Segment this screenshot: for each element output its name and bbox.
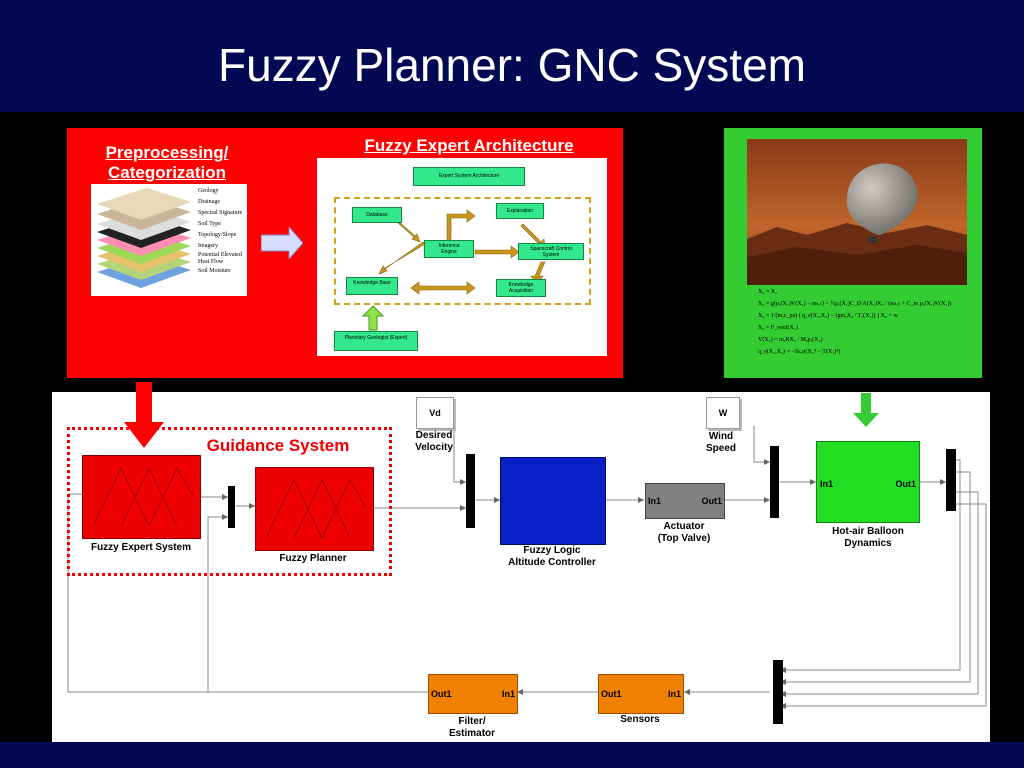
explanation-box: Explanation	[496, 203, 544, 219]
membership-functions-icon	[265, 478, 367, 539]
actuator-block[interactable]: In1 Out1	[645, 483, 725, 519]
mux-block[interactable]	[228, 486, 235, 528]
w-label: W	[718, 408, 728, 418]
gis-layer-names: Geology Drainage Spectral Signature Soil…	[198, 186, 258, 277]
preprocessing-label-line1: Preprocessing/	[105, 143, 229, 162]
arch-header-label: Expert System Architecture	[438, 173, 500, 179]
sensors-out-port: Out1	[601, 689, 622, 699]
mux-block[interactable]	[770, 446, 779, 518]
spacecraft-control-label: Spacecraft Control System	[530, 246, 572, 258]
fuzzy-planner-label: Fuzzy Planner	[279, 553, 347, 564]
database-label: Database	[366, 212, 388, 218]
layer-name: Imagery	[198, 243, 218, 249]
down-arrow-icon	[124, 382, 164, 448]
vd-label: Vd	[429, 408, 441, 418]
filter-estimator-block[interactable]: Out1 In1	[428, 674, 518, 714]
wind-line2: Speed	[705, 443, 736, 454]
wind-speed-label: Wind Speed	[696, 431, 746, 455]
demux-block[interactable]	[946, 449, 956, 511]
fuzzy-logic-controller-label: Fuzzy Logic Altitude Controller	[490, 545, 614, 569]
balloon-dynamics-block[interactable]: In1 Out1	[816, 441, 920, 523]
layer-name: Soil Type	[198, 221, 221, 227]
knowledge-acquisition-label: Knowledge Acquisition	[508, 282, 534, 294]
fuzzy-logic-line2: Altitude Controller	[508, 557, 596, 568]
explanation-label: Explanation	[506, 208, 534, 214]
arch-header-box: Expert System Architecture	[413, 167, 525, 186]
sensors-block[interactable]: Out1 In1	[598, 674, 684, 714]
layer-name: Topology/Slope	[198, 232, 237, 238]
balloon-image	[747, 139, 967, 285]
fuzzy-planner-block[interactable]	[255, 467, 374, 551]
actuator-in-port: In1	[648, 496, 662, 506]
desired-velocity-label: Desired Velocity	[404, 430, 464, 454]
actuator-label: Actuator (Top Valve)	[634, 521, 734, 545]
right-arrow-icon	[261, 227, 303, 259]
filter-line1: Filter/	[458, 716, 486, 727]
balloon-in-port: In1	[820, 479, 834, 489]
actuator-out-port: Out1	[701, 496, 722, 506]
database-box: Database	[352, 207, 402, 223]
expert-box: Planetary Geologist (Expert)	[334, 331, 418, 351]
actuator-line1: Actuator	[663, 521, 705, 532]
w-constant-block[interactable]: W	[706, 397, 740, 429]
knowledge-acquisition-box: Knowledge Acquisition	[496, 279, 546, 297]
layer-name: Heat Flow	[198, 259, 224, 265]
fuzzy-expert-system-block[interactable]	[82, 455, 201, 539]
inference-engine-label: Inference Engine	[438, 243, 460, 255]
fuzzy-expert-system-label: Fuzzy Expert System	[90, 542, 192, 553]
desired-velocity-text: Desired Velocity	[415, 430, 453, 453]
equation: V(X₁) = mₐRX₃ / Mₐpₐ(X₁)	[758, 337, 823, 343]
spacecraft-control-box: Spacecraft Control System	[518, 243, 584, 260]
knowledge-base-box: Knowledge Base	[346, 277, 398, 295]
sensors-label: Sensors	[620, 714, 660, 725]
title-band	[0, 0, 1024, 112]
balloon-line2: Dynamics	[844, 538, 892, 549]
down-arrow-icon	[853, 393, 879, 427]
equation: X₂ = g(ρₐ(X₁)V(X₁) − mₜₒₜ) − ½ρₐ(X₁)C_D …	[758, 301, 952, 307]
layer-name: Soil Moisture	[198, 268, 231, 274]
actuator-line2: (Top Valve)	[657, 533, 711, 544]
vd-constant-block[interactable]: Vd	[416, 397, 454, 429]
filter-line2: Estimator	[448, 728, 496, 739]
balloon-dynamics-label: Hot-air Balloon Dynamics	[810, 526, 926, 550]
equation: X₃ = 1/(mₐc_pa) ( q_e(X₁,X₃) − (gmₐX₂ / …	[758, 313, 898, 319]
expert-label: Planetary Geologist (Expert)	[344, 335, 408, 341]
layer-name: Geology	[198, 188, 219, 194]
guidance-system-frame	[67, 427, 392, 576]
filter-in-port: In1	[501, 689, 515, 699]
slide-title: Fuzzy Planner: GNC System	[218, 39, 806, 91]
balloon-line1: Hot-air Balloon	[832, 526, 904, 537]
layer-name: Spectral Signature	[198, 210, 243, 216]
layer-name: Potential Elevated	[198, 252, 242, 258]
architecture-dashed-frame	[334, 197, 591, 305]
preprocessing-label: Preprocessing/ Categorization	[84, 143, 250, 183]
fuzzy-logic-line1: Fuzzy Logic	[523, 545, 581, 556]
architecture-title: Fuzzy Expert Architecture	[364, 136, 574, 155]
knowledge-base-label: Knowledge Base	[353, 280, 391, 286]
membership-functions-icon	[92, 466, 194, 527]
gis-layers-graphic	[97, 188, 191, 288]
equation: q_e(X₁,X₃) = −Sεₑσ(X₃⁴ − T(X₁)⁴)	[758, 349, 841, 355]
gis-layer-stack	[91, 184, 247, 296]
fuzzy-logic-controller-block[interactable]	[500, 457, 606, 545]
equation: X₄ = F_vent(X₁)	[758, 325, 798, 331]
inference-engine-box: Inference Engine	[424, 240, 474, 258]
layer-name: Drainage	[198, 199, 220, 205]
architecture-arrows	[361, 209, 546, 331]
wind-line1: Wind	[708, 431, 734, 442]
equation: X₁ = X₂	[758, 289, 778, 295]
preprocessing-label-line2: Categorization	[107, 163, 227, 182]
mux-block[interactable]	[773, 660, 783, 724]
filter-estimator-label: Filter/ Estimator	[428, 716, 516, 740]
bottom-band	[0, 742, 1024, 768]
sensors-in-port: In1	[667, 689, 681, 699]
filter-out-port: Out1	[431, 689, 452, 699]
mux-block[interactable]	[466, 454, 475, 528]
balloon-out-port: Out1	[895, 479, 916, 489]
guidance-system-label: Guidance System	[206, 436, 350, 455]
dynamics-equations: X₁ = X₂ X₂ = g(ρₐ(X₁)V(X₁) − mₜₒₜ) − ½ρₐ…	[758, 286, 980, 358]
